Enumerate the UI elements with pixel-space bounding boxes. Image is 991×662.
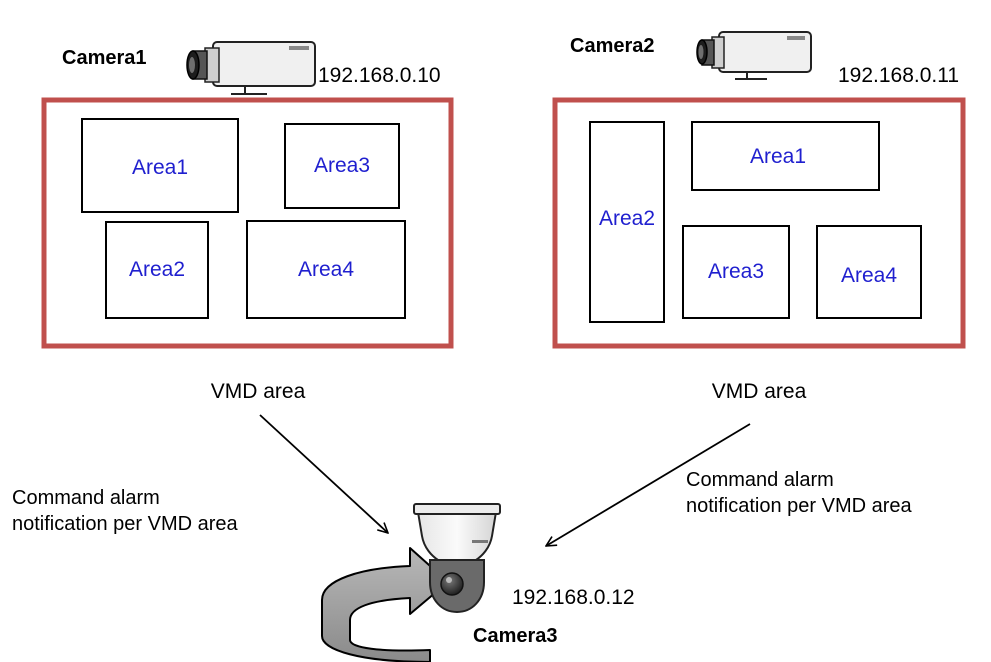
camera2-area-4-label: Area4 xyxy=(841,264,897,287)
camera1-area-4: Area4 xyxy=(246,220,406,319)
camera2-frame xyxy=(552,97,966,349)
ptz-dome-camera-icon xyxy=(413,503,501,614)
camera2-area-2-label: Area2 xyxy=(599,207,655,230)
camera1-area-2: Area2 xyxy=(105,221,209,319)
left-note-line-2: notification per VMD area xyxy=(12,513,239,535)
right-note-line-1: Command alarm xyxy=(686,469,834,491)
camera1-ip: 192.168.0.10 xyxy=(318,64,441,87)
left-note-line-1: Command alarm xyxy=(12,487,160,509)
camera2-area-1: Area1 xyxy=(691,121,880,191)
rotation-arrow-icon xyxy=(321,547,449,662)
camera2-ip: 192.168.0.11 xyxy=(838,64,959,87)
camera2-name: Camera2 xyxy=(570,35,655,57)
camera1-area-3-label: Area3 xyxy=(314,154,370,177)
camera1-frame xyxy=(41,97,454,349)
camera3-name: Camera3 xyxy=(473,625,558,647)
camera1-area-1: Area1 xyxy=(81,118,239,213)
right-note: Command alarm notification per VMD area xyxy=(686,469,913,517)
camera2-group: Camera2 192.168.0.11 Area2 Area1 Area3 xyxy=(552,31,966,403)
camera1-caption: VMD area xyxy=(211,380,306,403)
camera2-caption: VMD area xyxy=(712,380,807,403)
camera1-area-1-label: Area1 xyxy=(132,156,188,179)
camera2-area-2: Area2 xyxy=(589,121,665,323)
left-note: Command alarm notification per VMD area xyxy=(12,487,239,535)
box-camera-icon xyxy=(186,41,316,95)
camera1-group: Camera1 192.168.0.10 Area1 Area3 Area2 xyxy=(41,41,454,403)
box-camera-icon xyxy=(696,31,812,80)
camera2-area-1-label: Area1 xyxy=(750,145,806,168)
camera1-area-2-label: Area2 xyxy=(129,258,185,281)
camera3-ip: 192.168.0.12 xyxy=(512,586,635,609)
camera2-area-3-label: Area3 xyxy=(708,260,764,283)
right-notification-arrow xyxy=(546,423,751,546)
camera1-name: Camera1 xyxy=(62,47,147,69)
camera1-area-4-label: Area4 xyxy=(298,258,354,281)
left-notification-arrow xyxy=(259,414,388,533)
camera2-area-4: Area4 xyxy=(816,225,922,319)
camera2-area-3: Area3 xyxy=(682,225,790,319)
right-note-line-2: notification per VMD area xyxy=(686,495,913,517)
camera1-area-3: Area3 xyxy=(284,123,400,209)
